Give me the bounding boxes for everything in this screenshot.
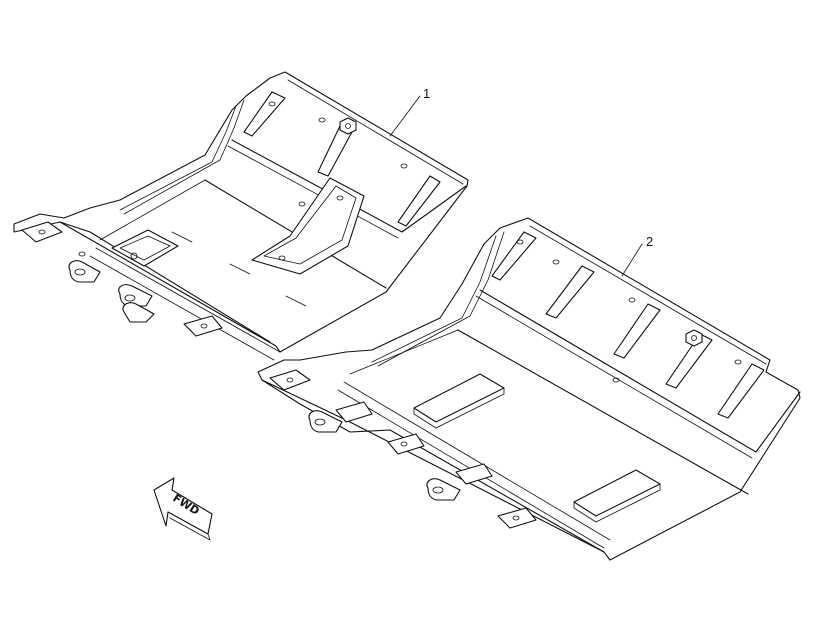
forward-arrow-icon: FWD xyxy=(153,477,213,541)
leader-line-2 xyxy=(621,243,643,277)
callout-2: 2 xyxy=(621,234,653,277)
guard-plate-1 xyxy=(13,71,469,361)
guard-plate-2 xyxy=(257,217,801,561)
leader-line-1 xyxy=(389,95,421,137)
callout-label-2: 2 xyxy=(646,234,653,249)
callout-1: 1 xyxy=(389,86,430,137)
callout-label-1: 1 xyxy=(423,86,430,101)
